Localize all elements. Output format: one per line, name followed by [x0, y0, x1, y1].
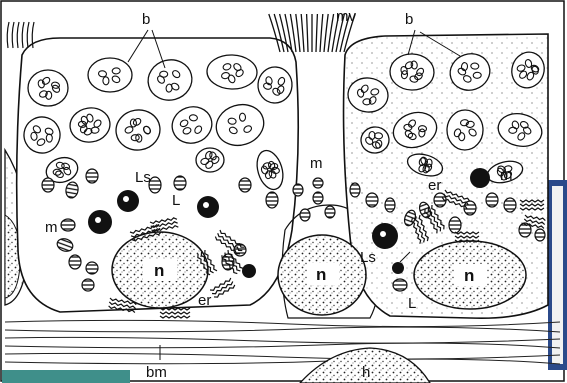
label-mitochondrion-middle: m [310, 155, 323, 172]
mitochondrion [486, 193, 498, 207]
label-er-right: er [428, 177, 441, 194]
lysosome [242, 264, 256, 278]
mitochondrion [350, 183, 360, 197]
label-mitochondrion-right: m [500, 167, 513, 184]
photo-strip [2, 370, 130, 383]
label-lysosome-small-right: L [408, 295, 416, 312]
mitochondrion [69, 255, 81, 269]
lysosome [392, 262, 404, 274]
mitochondrion [366, 193, 378, 207]
mitochondrion [393, 279, 407, 291]
secretory-granule [447, 110, 484, 151]
secretory-granule [88, 58, 132, 92]
label-lysosome-left: Ls [135, 169, 151, 186]
mitochondrion [174, 176, 186, 190]
mitochondrion [449, 217, 461, 233]
secretory-granule [389, 53, 434, 91]
label-lower-cell: h [362, 364, 370, 381]
side-bar-inner [552, 186, 563, 364]
label-nucleus-right: n [464, 266, 474, 285]
lysosome [470, 168, 490, 188]
mitochondrion [42, 178, 54, 192]
label-lysosome-right: Ls [360, 249, 376, 266]
label-nucleus-left: n [154, 261, 164, 280]
mitochondrion [82, 279, 94, 291]
label-granules-right: b [405, 11, 413, 28]
mitochondrion [313, 178, 323, 188]
label-er-left: er [198, 292, 211, 309]
secretory-granule [28, 70, 68, 106]
mitochondrion [519, 223, 531, 237]
label-basement-membrane: bm [146, 364, 167, 381]
mitochondrion [385, 198, 395, 212]
mitochondrion [504, 198, 516, 212]
mitochondrion [61, 219, 75, 231]
mitochondrion [293, 184, 303, 196]
mitochondrion [86, 262, 98, 274]
mitochondrion [300, 209, 310, 221]
mitochondrion [535, 229, 545, 241]
label-lysosome-small-left: L [172, 192, 180, 209]
label-microvilli: mv [336, 8, 356, 25]
mitochondrion [325, 206, 335, 218]
label-mitochondrion-left: m [45, 219, 58, 236]
label-nucleus-middle: n [316, 265, 326, 284]
mitochondrion [86, 169, 98, 183]
mitochondrion [313, 192, 323, 204]
label-granules-left: b [142, 11, 150, 28]
mitochondrion [266, 192, 278, 208]
mitochondrion [239, 178, 251, 192]
